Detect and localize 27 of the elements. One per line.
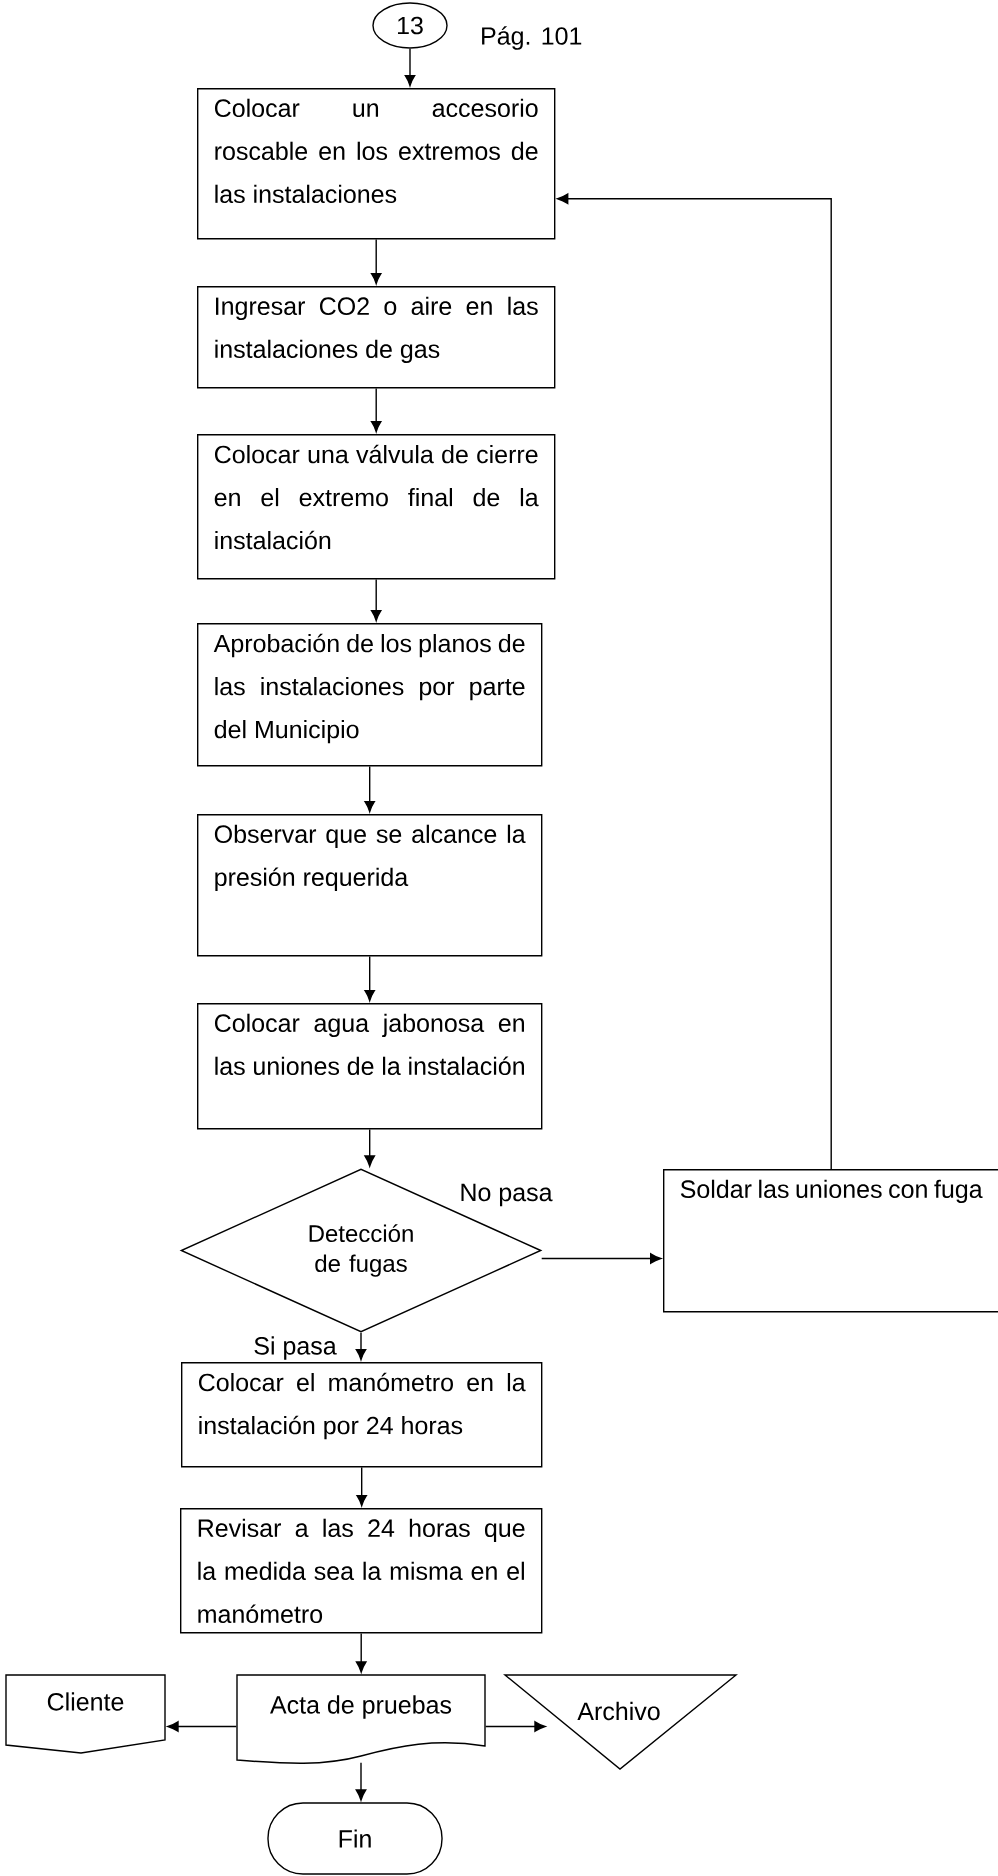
- process-box: Colocar agua jabonosa en las uniones de la instalación: [197, 1003, 543, 1130]
- process-box: Aprobación de los planos de las instalaciones por parte del Municipio: [197, 623, 543, 767]
- arrow: [404, 48, 416, 87]
- arrow: [557, 193, 832, 1170]
- arrow: [541, 1253, 662, 1264]
- edge-label: Si pasa: [252, 1335, 338, 1361]
- arrow: [356, 1466, 368, 1507]
- arrow: [355, 1632, 367, 1673]
- arrow: [355, 1332, 367, 1361]
- process-box: Colocar el manómetro en la instalación por 24 horas: [181, 1362, 543, 1468]
- arrow: [370, 578, 382, 622]
- arrow: [370, 238, 382, 285]
- arrow: [370, 387, 382, 433]
- process-box: Colocar un accesorio roscable en los extremos de las instalaciones: [197, 88, 556, 240]
- arrow: [364, 765, 376, 813]
- process-box: Observar que se alcance la presión requerida: [197, 814, 543, 957]
- page-number: Pág. 101: [482, 26, 582, 50]
- arrow: [364, 1128, 376, 1167]
- process-box: Ingresar CO2 o aire en las instalaciones de gas: [197, 286, 556, 389]
- process-box: Revisar a las 24 horas que la medida sea la misma en el manómetro: [180, 1508, 543, 1634]
- process-box: Soldar las uniones con fuga: [663, 1169, 998, 1313]
- arrow: [167, 1721, 237, 1732]
- process-box: Colocar una válvula de cierre en el extremo final de la instalación: [197, 434, 556, 580]
- arrow: [355, 1762, 367, 1801]
- arrow: [364, 955, 376, 1002]
- arrow: [485, 1721, 546, 1732]
- offpage-connector: Cliente: [5, 1674, 166, 1754]
